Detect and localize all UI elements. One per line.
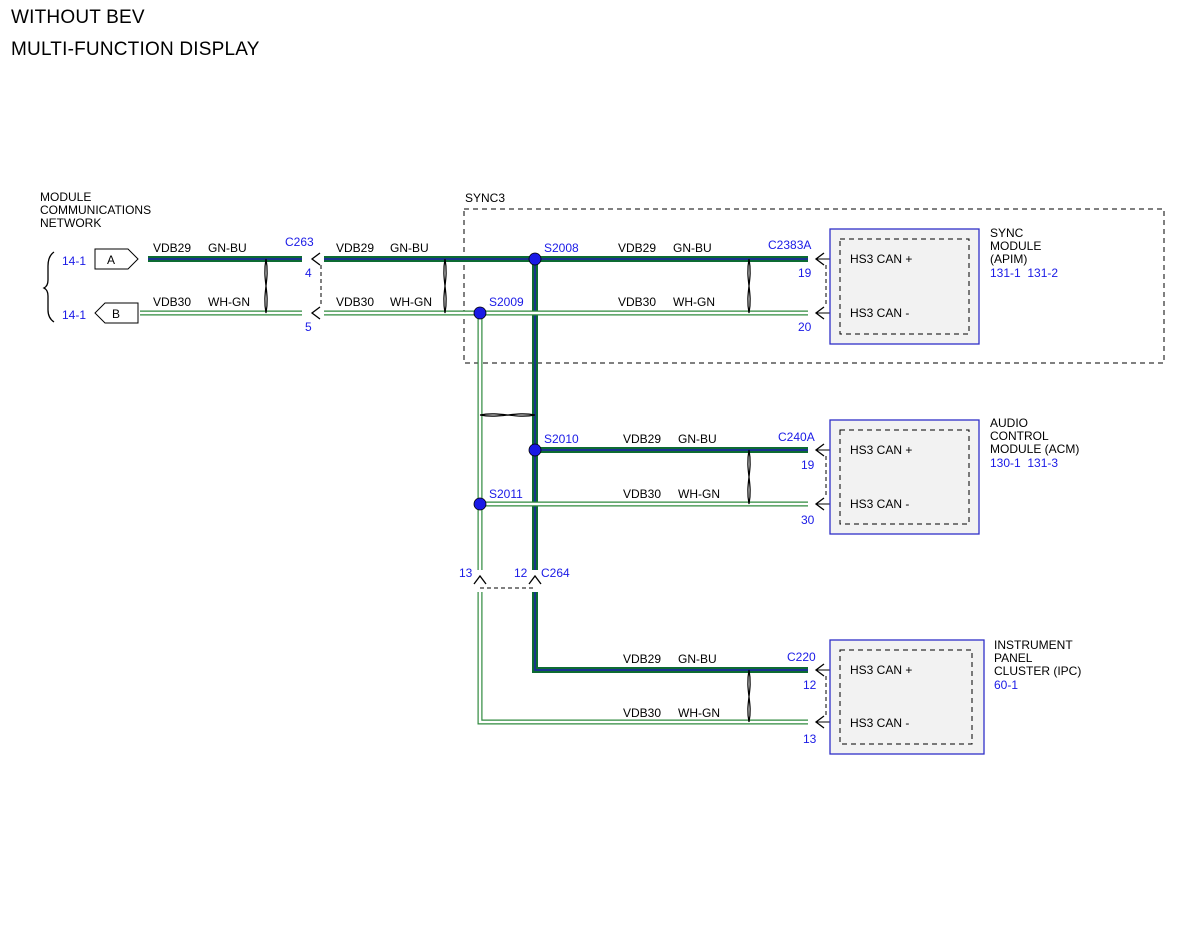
wire-label-color: GN-BU (673, 241, 712, 255)
module-connector-labels: C2383A 19 20 C240A 19 30 C220 12 13 (768, 238, 817, 746)
acm-refs: 130-1 131-3 (990, 456, 1058, 470)
splice-s2008 (528, 252, 542, 266)
connector-b-label: B (112, 307, 120, 321)
ipc-can-plus: HS3 CAN + (850, 663, 912, 677)
wire-label-circuit: VDB29 (618, 241, 656, 255)
network-ref-a: 14-1 (62, 254, 86, 268)
module-acm: HS3 CAN + HS3 CAN - AUDIO CONTROL MODULE… (829, 416, 1079, 535)
c220-pin-13: 13 (803, 732, 817, 746)
diagram-title: WITHOUT BEV (11, 7, 145, 28)
connector-b-shape (94, 302, 139, 324)
splice-s2009 (473, 306, 487, 320)
acm-name-line2: CONTROL (990, 429, 1049, 443)
c264-label: C264 (541, 566, 570, 580)
network-label-line2: COMMUNICATIONS (40, 203, 151, 217)
c264-pin-12: 12 (514, 566, 528, 580)
apim-can-plus: HS3 CAN + (850, 252, 912, 266)
c220-pin-12: 12 (803, 678, 817, 692)
wire-label-color: WH-GN (678, 487, 720, 501)
wire-label-circuit: VDB30 (618, 295, 656, 309)
wire-label-circuit: VDB29 (623, 432, 661, 446)
splice-s2010-label: S2010 (544, 432, 579, 446)
wire-label-color: GN-BU (678, 652, 717, 666)
wire-label-circuit: VDB29 (623, 652, 661, 666)
twisted-pair-markers (264, 258, 751, 723)
connector-a-shape (94, 248, 139, 270)
wire-label-color: GN-BU (208, 241, 247, 255)
c2383a-pin-20: 20 (798, 320, 812, 334)
c264-connector: 13 12 C264 (459, 566, 570, 589)
c263-label: C263 (285, 235, 314, 249)
c240a-label: C240A (778, 430, 815, 444)
c240a-pin-30: 30 (801, 513, 815, 527)
sync3-label: SYNC3 (465, 191, 505, 205)
ipc-refs: 60-1 (994, 678, 1018, 692)
ipc-can-minus: HS3 CAN - (850, 716, 909, 730)
wire-label-circuit: VDB30 (623, 706, 661, 720)
wire-label-color: WH-GN (390, 295, 432, 309)
c2383a-label: C2383A (768, 238, 811, 252)
wire-label-circuit: VDB30 (336, 295, 374, 309)
apim-can-minus: HS3 CAN - (850, 306, 909, 320)
apim-name-line2: MODULE (990, 239, 1041, 253)
c263-connector: C263 4 5 (285, 235, 322, 334)
diagram-subtitle: MULTI-FUNCTION DISPLAY (11, 39, 260, 60)
c220-label: C220 (787, 650, 816, 664)
network-brace (42, 251, 55, 323)
wire-label-circuit: VDB29 (153, 241, 191, 255)
acm-can-minus: HS3 CAN - (850, 497, 909, 511)
splice-s2010 (528, 443, 542, 457)
wire-label-color: GN-BU (390, 241, 429, 255)
wire-label-circuit: VDB29 (336, 241, 374, 255)
wire-label-color: WH-GN (208, 295, 250, 309)
wire-label-circuit: VDB30 (153, 295, 191, 309)
wire-label-color: WH-GN (678, 706, 720, 720)
c240a-pin-19: 19 (801, 458, 815, 472)
c263-pin-5: 5 (305, 320, 312, 334)
sync3-boundary (463, 208, 1165, 364)
wire-label-circuit: VDB30 (623, 487, 661, 501)
ipc-name-line1: INSTRUMENT (994, 638, 1073, 652)
splice-s2008-label: S2008 (544, 241, 579, 255)
ipc-name-line3: CLUSTER (IPC) (994, 664, 1081, 678)
c2383a-pin-19: 19 (798, 266, 812, 280)
splice-s2009-label: S2009 (489, 295, 524, 309)
apim-name-line3: (APIM) (990, 252, 1027, 266)
ipc-name-line2: PANEL (994, 651, 1033, 665)
splice-s2011 (473, 497, 487, 511)
network-ref-b: 14-1 (62, 308, 86, 322)
acm-name-line1: AUDIO (990, 416, 1028, 430)
acm-can-plus: HS3 CAN + (850, 443, 912, 457)
splices: S2008 S2009 S2010 S2011 (473, 241, 579, 511)
connector-a-label: A (107, 253, 115, 267)
network-label-line1: MODULE (40, 190, 91, 204)
wire-labels: VDB29 GN-BU VDB30 WH-GN VDB29 GN-BU VDB3… (153, 241, 720, 720)
c264-pin-13: 13 (459, 566, 473, 580)
apim-name-line1: SYNC (990, 226, 1024, 240)
splice-s2011-label: S2011 (489, 487, 523, 501)
acm-name-line3: MODULE (ACM) (990, 442, 1079, 456)
whgn-wires (140, 310, 808, 725)
c263-pin-4: 4 (305, 266, 312, 280)
wire-label-color: GN-BU (678, 432, 717, 446)
module-ipc: HS3 CAN + HS3 CAN - INSTRUMENT PANEL CLU… (829, 638, 1081, 755)
network-label-line3: NETWORK (40, 216, 101, 230)
module-apim: HS3 CAN + HS3 CAN - SYNC MODULE (APIM) 1… (829, 226, 1058, 345)
apim-refs: 131-1 131-2 (990, 266, 1058, 280)
wire-label-color: WH-GN (673, 295, 715, 309)
